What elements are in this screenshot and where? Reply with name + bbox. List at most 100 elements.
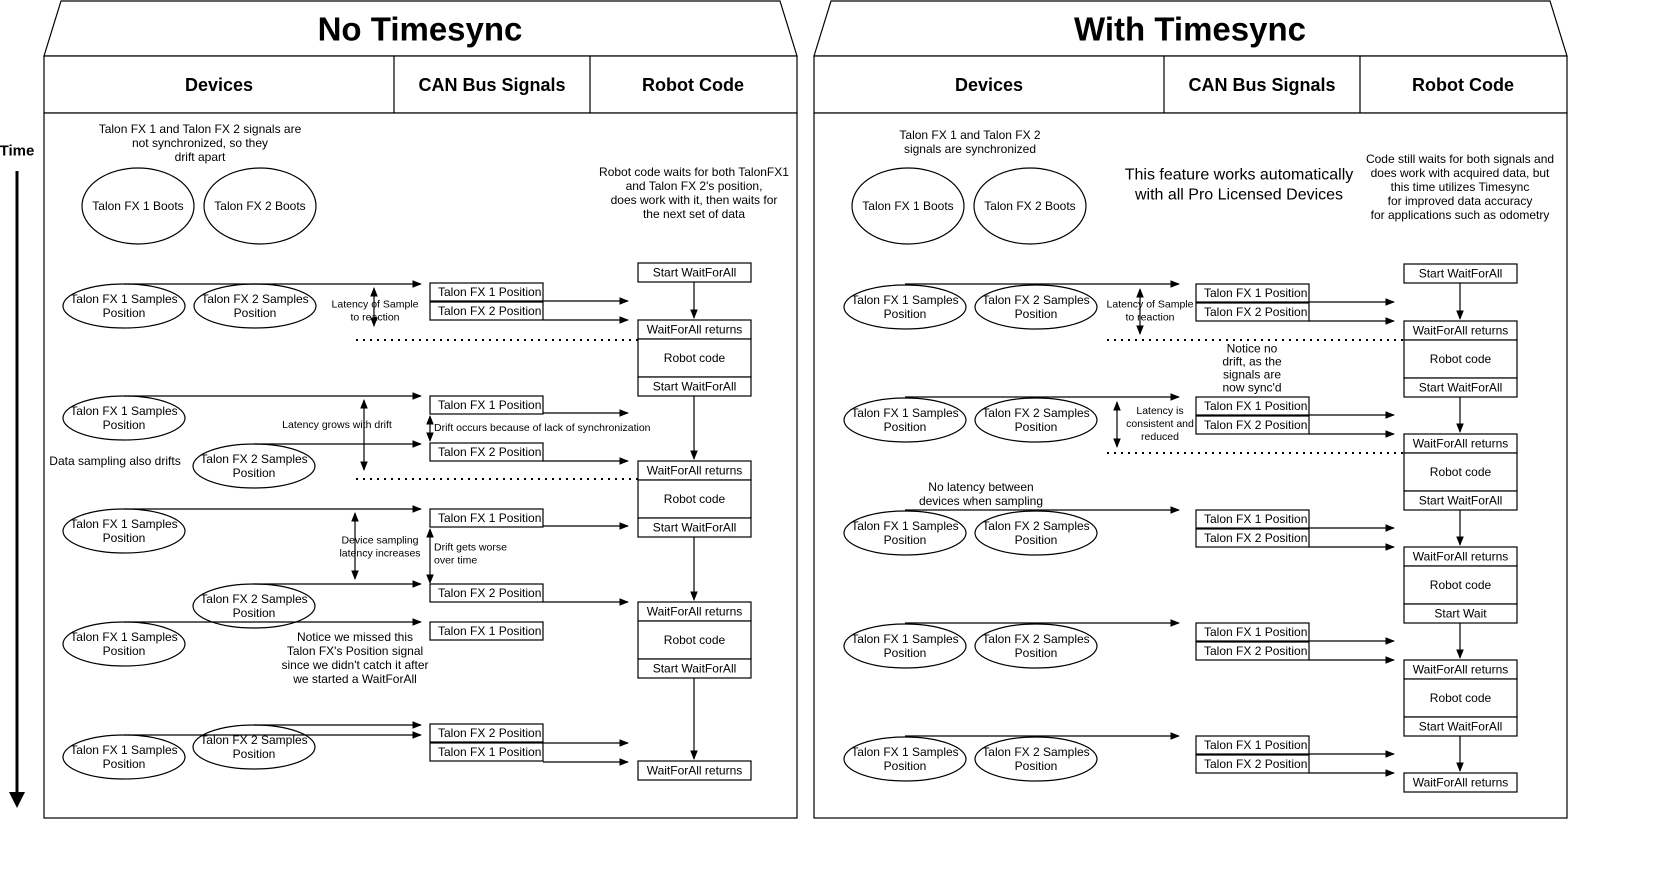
fx2-position-label: Talon FX 2 Position	[438, 445, 541, 459]
fx2-position-label: Talon FX 2 Position	[1204, 531, 1307, 545]
talon-fx2-boots	[973, 167, 1087, 245]
fx1-position	[1195, 509, 1310, 529]
column-header-robot-code: Robot Code	[1412, 75, 1514, 95]
fx2-position	[429, 301, 544, 321]
fx2-samples	[974, 510, 1098, 556]
time-axis: Time	[0, 143, 34, 808]
talon-fx2-boots	[203, 167, 317, 245]
fx2-position-label: Talon FX 2 Position	[1204, 418, 1307, 432]
time-arrow-head	[9, 792, 25, 808]
robot-code-label: Robot code	[1430, 352, 1492, 366]
time-label: Time	[0, 143, 34, 160]
fx1-position-label: Talon FX 1 Position	[1204, 286, 1307, 300]
fx1-position	[1195, 735, 1310, 755]
waitforall-returns	[637, 760, 752, 781]
fx1-samples	[843, 397, 967, 443]
fx1-position-label: Talon FX 1 Position	[438, 285, 541, 299]
fx2-position	[429, 723, 544, 743]
fx1-position-label: Talon FX 1 Position	[438, 745, 541, 759]
robot-code-label: Robot code	[1430, 691, 1492, 705]
fx2-position	[429, 583, 544, 603]
column-header-row	[43, 55, 798, 114]
fx1-position-label: Talon FX 1 Position	[1204, 512, 1307, 526]
start-waitforall-label: Start WaitForAll	[1419, 494, 1503, 508]
robot-code	[637, 479, 752, 519]
talon-fx2-boots-label: Talon FX 2 Boots	[984, 199, 1075, 213]
waitforall-returns-label: WaitForAll returns	[647, 464, 743, 478]
waitforall-returns-label: WaitForAll returns	[1413, 550, 1509, 564]
fx1-position-label: Talon FX 1 Position	[438, 624, 541, 638]
talon-fx2-boots-label: Talon FX 2 Boots	[214, 199, 305, 213]
fx1-samples	[843, 623, 967, 669]
panel-title: No Timesync	[318, 11, 523, 48]
column-header-devices: Devices	[955, 75, 1023, 95]
robot-code-label: Robot code	[664, 633, 726, 647]
fx1-position	[429, 508, 544, 528]
waitforall-returns-label: WaitForAll returns	[1413, 437, 1509, 451]
waitforall-returns-label: WaitForAll returns	[1413, 663, 1509, 677]
start-waitforall-label: Start WaitForAll	[653, 662, 737, 676]
latency-grows-note: Latency grows with drift	[282, 419, 392, 431]
panel-title: With Timesync	[1074, 11, 1306, 48]
fx1-position-label: Talon FX 1 Position	[438, 398, 541, 412]
talon-fx1-boots-label: Talon FX 1 Boots	[862, 199, 953, 213]
fx1-samples	[843, 510, 967, 556]
start-waitforall-label: Start WaitForAll	[1419, 381, 1503, 395]
column-header-can-bus: CAN Bus Signals	[418, 75, 565, 95]
start-waitforall-label: Start WaitForAll	[1419, 267, 1503, 281]
robot-code-label: Robot code	[664, 492, 726, 506]
waitforall-returns-label: WaitForAll returns	[1413, 324, 1509, 338]
robot-code	[1403, 452, 1518, 492]
fx2-position-label: Talon FX 2 Position	[438, 726, 541, 740]
fx1-position	[429, 282, 544, 302]
fx2-position-label: Talon FX 2 Position	[1204, 757, 1307, 771]
fx2-samples	[974, 736, 1098, 782]
fx2-position-label: Talon FX 2 Position	[1204, 305, 1307, 319]
fx1-position	[1195, 283, 1310, 303]
robot-code-label: Robot code	[1430, 578, 1492, 592]
fx2-position	[1195, 302, 1310, 322]
talon-fx1-boots	[851, 167, 965, 245]
waitforall-returns-label: WaitForAll returns	[647, 323, 743, 337]
fx1-position	[429, 621, 544, 641]
waitforall-returns-label: WaitForAll returns	[647, 764, 743, 778]
start-waitforall-label: Start WaitForAll	[653, 266, 737, 280]
column-header-devices: Devices	[185, 75, 253, 95]
robot-code	[1403, 678, 1518, 718]
fx2-samples	[974, 284, 1098, 330]
robot-code-label: Robot code	[1430, 465, 1492, 479]
fx1-position-label: Talon FX 1 Position	[438, 511, 541, 525]
waitforall-returns-label: WaitForAll returns	[647, 605, 743, 619]
start-waitforall-label: Start WaitForAll	[653, 380, 737, 394]
fx1-samples	[843, 284, 967, 330]
column-header-can-bus: CAN Bus Signals	[1188, 75, 1335, 95]
fx2-position	[1195, 415, 1310, 435]
waitforall-returns	[1403, 772, 1518, 793]
column-header-robot-code: Robot Code	[642, 75, 744, 95]
fx2-position	[1195, 754, 1310, 774]
fx1-samples	[843, 736, 967, 782]
robot-code	[637, 338, 752, 378]
fx1-position-label: Talon FX 1 Position	[1204, 738, 1307, 752]
